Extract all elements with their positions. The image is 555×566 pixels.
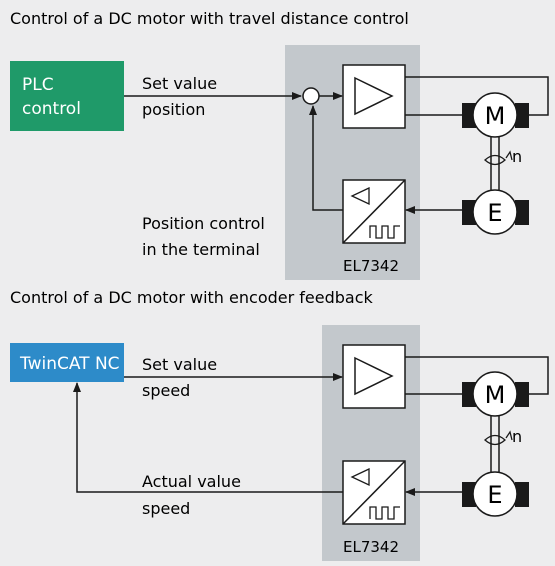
motor-terminal-left-1 [462, 103, 476, 128]
feedback-arrow-2 [73, 382, 343, 493]
amplifier-box-1 [342, 64, 406, 129]
motor-terminal-right-1 [515, 103, 529, 128]
summing-junction [302, 87, 320, 105]
motor-terminal-left-2 [462, 382, 476, 407]
motor-terminal-right-2 [515, 382, 529, 407]
section1-title: Control of a DC motor with travel distan… [10, 9, 409, 28]
note-line1: Position control [142, 214, 265, 233]
rotation-icon-2 [484, 434, 506, 446]
actual-value-line1: Actual value [142, 472, 241, 491]
converter-diagonal-1 [342, 179, 406, 244]
speed-label-1: n [512, 147, 522, 166]
note-line2: in the terminal [142, 240, 260, 259]
encoder-terminal-left-1 [462, 200, 476, 225]
section2-title: Control of a DC motor with encoder feedb… [10, 288, 374, 307]
amplifier-icon-1 [354, 76, 394, 116]
terminal-label-1: EL7342 [343, 257, 399, 275]
setvalue-position-line1: Set value [142, 74, 217, 93]
motor-circle-1 [472, 92, 518, 138]
twincat-nc-label: TwinCAT NC [19, 354, 120, 374]
encoder-terminal-right-1 [515, 200, 529, 225]
motor-wire-top-1 [405, 76, 549, 116]
converter-diagonal-2 [342, 460, 406, 525]
rotation-arrow-icon-1 [505, 150, 513, 161]
plc-control-label-line1: PLC [22, 75, 54, 95]
plc-control-label-line2: control [22, 99, 81, 119]
setvalue-speed-line2: speed [142, 381, 190, 400]
motor-circle-2 [472, 371, 518, 417]
converter-triangle-icon-1 [350, 186, 370, 206]
encoder-terminal-left-2 [462, 482, 476, 507]
speed-label-2: n [512, 427, 522, 446]
amplifier-icon-2 [354, 356, 394, 396]
motor-wire-top-2 [405, 356, 549, 395]
motor-label-2: M [485, 381, 506, 409]
terminal-label-2: EL7342 [343, 538, 399, 556]
pulse-icon-2 [369, 506, 400, 520]
encoder-label-1: E [487, 199, 502, 227]
rotation-arrow-icon-2 [505, 430, 513, 441]
plc-control-box [10, 61, 124, 131]
setvalue-speed-line1: Set value [142, 355, 217, 374]
encoder-label-2: E [487, 481, 502, 509]
setvalue-position-line2: position [142, 100, 205, 119]
encoder-circle-2 [472, 471, 518, 517]
actual-value-line2: speed [142, 499, 190, 518]
encoder-2: E [462, 471, 529, 517]
converter-triangle-icon-2 [350, 467, 370, 487]
encoder-1: E [462, 189, 529, 235]
twincat-nc-box [10, 343, 124, 382]
encoder-circle-1 [472, 189, 518, 235]
feedback-arrow-1 [309, 105, 343, 211]
rotation-icon-1 [484, 154, 506, 166]
encoder-terminal-right-2 [515, 482, 529, 507]
pulse-icon-1 [369, 225, 400, 239]
amplifier-box-2 [342, 344, 406, 409]
motor-2: M [462, 371, 529, 417]
motor-label-1: M [485, 102, 506, 130]
motor-1: M [462, 92, 529, 138]
